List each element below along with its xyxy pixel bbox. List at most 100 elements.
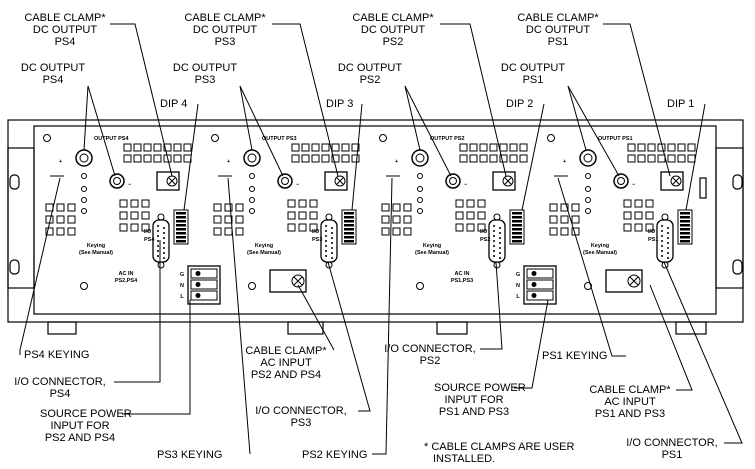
- vent-slot: [45, 227, 54, 236]
- vent-slot: [298, 223, 307, 232]
- vent-slot: [381, 215, 390, 224]
- leader-dip3: [351, 103, 363, 211]
- vent-slot: [469, 154, 478, 163]
- dip-switch-toggle: [512, 240, 522, 243]
- vent-slot: [627, 143, 636, 152]
- output-label: OUTPUT PS3: [262, 136, 297, 142]
- vent-slot: [549, 215, 558, 224]
- io-connector-shell: [320, 219, 338, 263]
- io-connector-screw: [325, 261, 333, 269]
- vent-slot: [143, 154, 152, 163]
- dip-switch-toggle: [512, 212, 522, 215]
- keying-pin: [249, 186, 255, 192]
- vent-slot: [667, 154, 676, 163]
- leader-cc-dc-ps3: [272, 23, 339, 177]
- io-pin: [667, 237, 669, 239]
- io-pin: [667, 247, 669, 249]
- leader-lines: [19, 23, 743, 455]
- dc-cable-clamp: [156, 171, 180, 191]
- vent-slot: [183, 143, 192, 152]
- dip-switch-toggle: [512, 232, 522, 235]
- io-pin: [157, 255, 159, 257]
- vent-slot: [301, 154, 310, 163]
- io-label: I/O: [312, 229, 320, 235]
- vent-slot: [455, 211, 464, 220]
- vent-slot: [224, 203, 233, 212]
- io-pin: [157, 235, 159, 237]
- io-pin: [493, 240, 495, 242]
- dc-output-positive-stud: [243, 149, 261, 167]
- ac-terminal-screw: [195, 282, 201, 287]
- vent-slot: [634, 223, 643, 232]
- leader-cc-dc-ps1: [603, 23, 671, 177]
- io-pin: [325, 235, 327, 237]
- mounting-hole: [80, 282, 88, 290]
- io-connector-screw: [493, 261, 501, 269]
- keying-pin: [81, 197, 87, 203]
- dip-switch-toggle: [512, 236, 522, 239]
- io-connector-shell: [488, 219, 506, 263]
- io-connector-screw: [661, 261, 669, 269]
- vent-slot: [235, 203, 244, 212]
- leader-dc-ps2-pos: [404, 85, 421, 151]
- io-pin: [163, 247, 165, 249]
- io-pin: [331, 257, 333, 259]
- dip-switch-toggle: [344, 240, 354, 243]
- io-pin: [493, 225, 495, 227]
- dip-switch-toggle: [176, 224, 186, 227]
- ac-in-label: AC IN: [119, 271, 134, 277]
- vent-slot: [459, 143, 468, 152]
- dip-switch-toggle: [344, 216, 354, 219]
- vent-slot: [153, 154, 162, 163]
- io-connector-screw: [325, 213, 333, 221]
- ac-terminal-screw: [531, 293, 537, 298]
- callout-dip-2: DIP 2: [506, 98, 534, 110]
- plus-sign: +: [563, 159, 566, 165]
- vent-slot: [623, 211, 632, 220]
- leader-src-ps2-ps4: [122, 300, 191, 415]
- dip-switch-toggle: [344, 232, 354, 235]
- io-pin: [163, 252, 165, 254]
- output-label: OUTPUT PS2: [430, 136, 465, 142]
- vent-slot: [133, 154, 142, 163]
- vent-slot: [519, 154, 528, 163]
- dip-switch-toggle: [344, 224, 354, 227]
- vent-slot: [163, 154, 172, 163]
- vent-slot: [392, 227, 401, 236]
- leader-cc-dc-ps4: [110, 23, 173, 177]
- io-pin: [661, 230, 663, 232]
- leader-dc-ps1-neg: [567, 85, 620, 177]
- callout-ps1-keying: PS1 KEYING: [542, 350, 608, 362]
- vent-slot: [309, 199, 318, 208]
- vent-slot: [130, 199, 139, 208]
- vent-slot: [331, 143, 340, 152]
- io-pin: [163, 257, 165, 259]
- io-pin: [499, 237, 501, 239]
- leader-ps3-keying: [227, 177, 251, 455]
- vent-slot: [489, 143, 498, 152]
- vent-slot: [141, 199, 150, 208]
- clamp-screw: [627, 274, 641, 288]
- vent-slot: [571, 215, 580, 224]
- io-pin: [493, 245, 495, 247]
- vent-slot: [477, 211, 486, 220]
- vent-slot: [469, 143, 478, 152]
- vent-slot: [143, 143, 152, 152]
- clamp-screw-slot: [504, 177, 512, 185]
- vent-slot: [687, 154, 696, 163]
- clamp-screw: [291, 274, 305, 288]
- dip-switch-toggle: [176, 216, 186, 219]
- vent-slot: [133, 143, 142, 152]
- vent-slot: [287, 199, 296, 208]
- dc-output-negative-stud: [109, 173, 125, 189]
- vent-slot: [657, 154, 666, 163]
- io-pin: [163, 232, 165, 234]
- terminal-letter: N: [516, 283, 520, 289]
- leader-cc-dc-ps2: [440, 23, 507, 177]
- vent-slot: [477, 223, 486, 232]
- vent-slot: [647, 143, 656, 152]
- mounting-hole: [584, 282, 592, 290]
